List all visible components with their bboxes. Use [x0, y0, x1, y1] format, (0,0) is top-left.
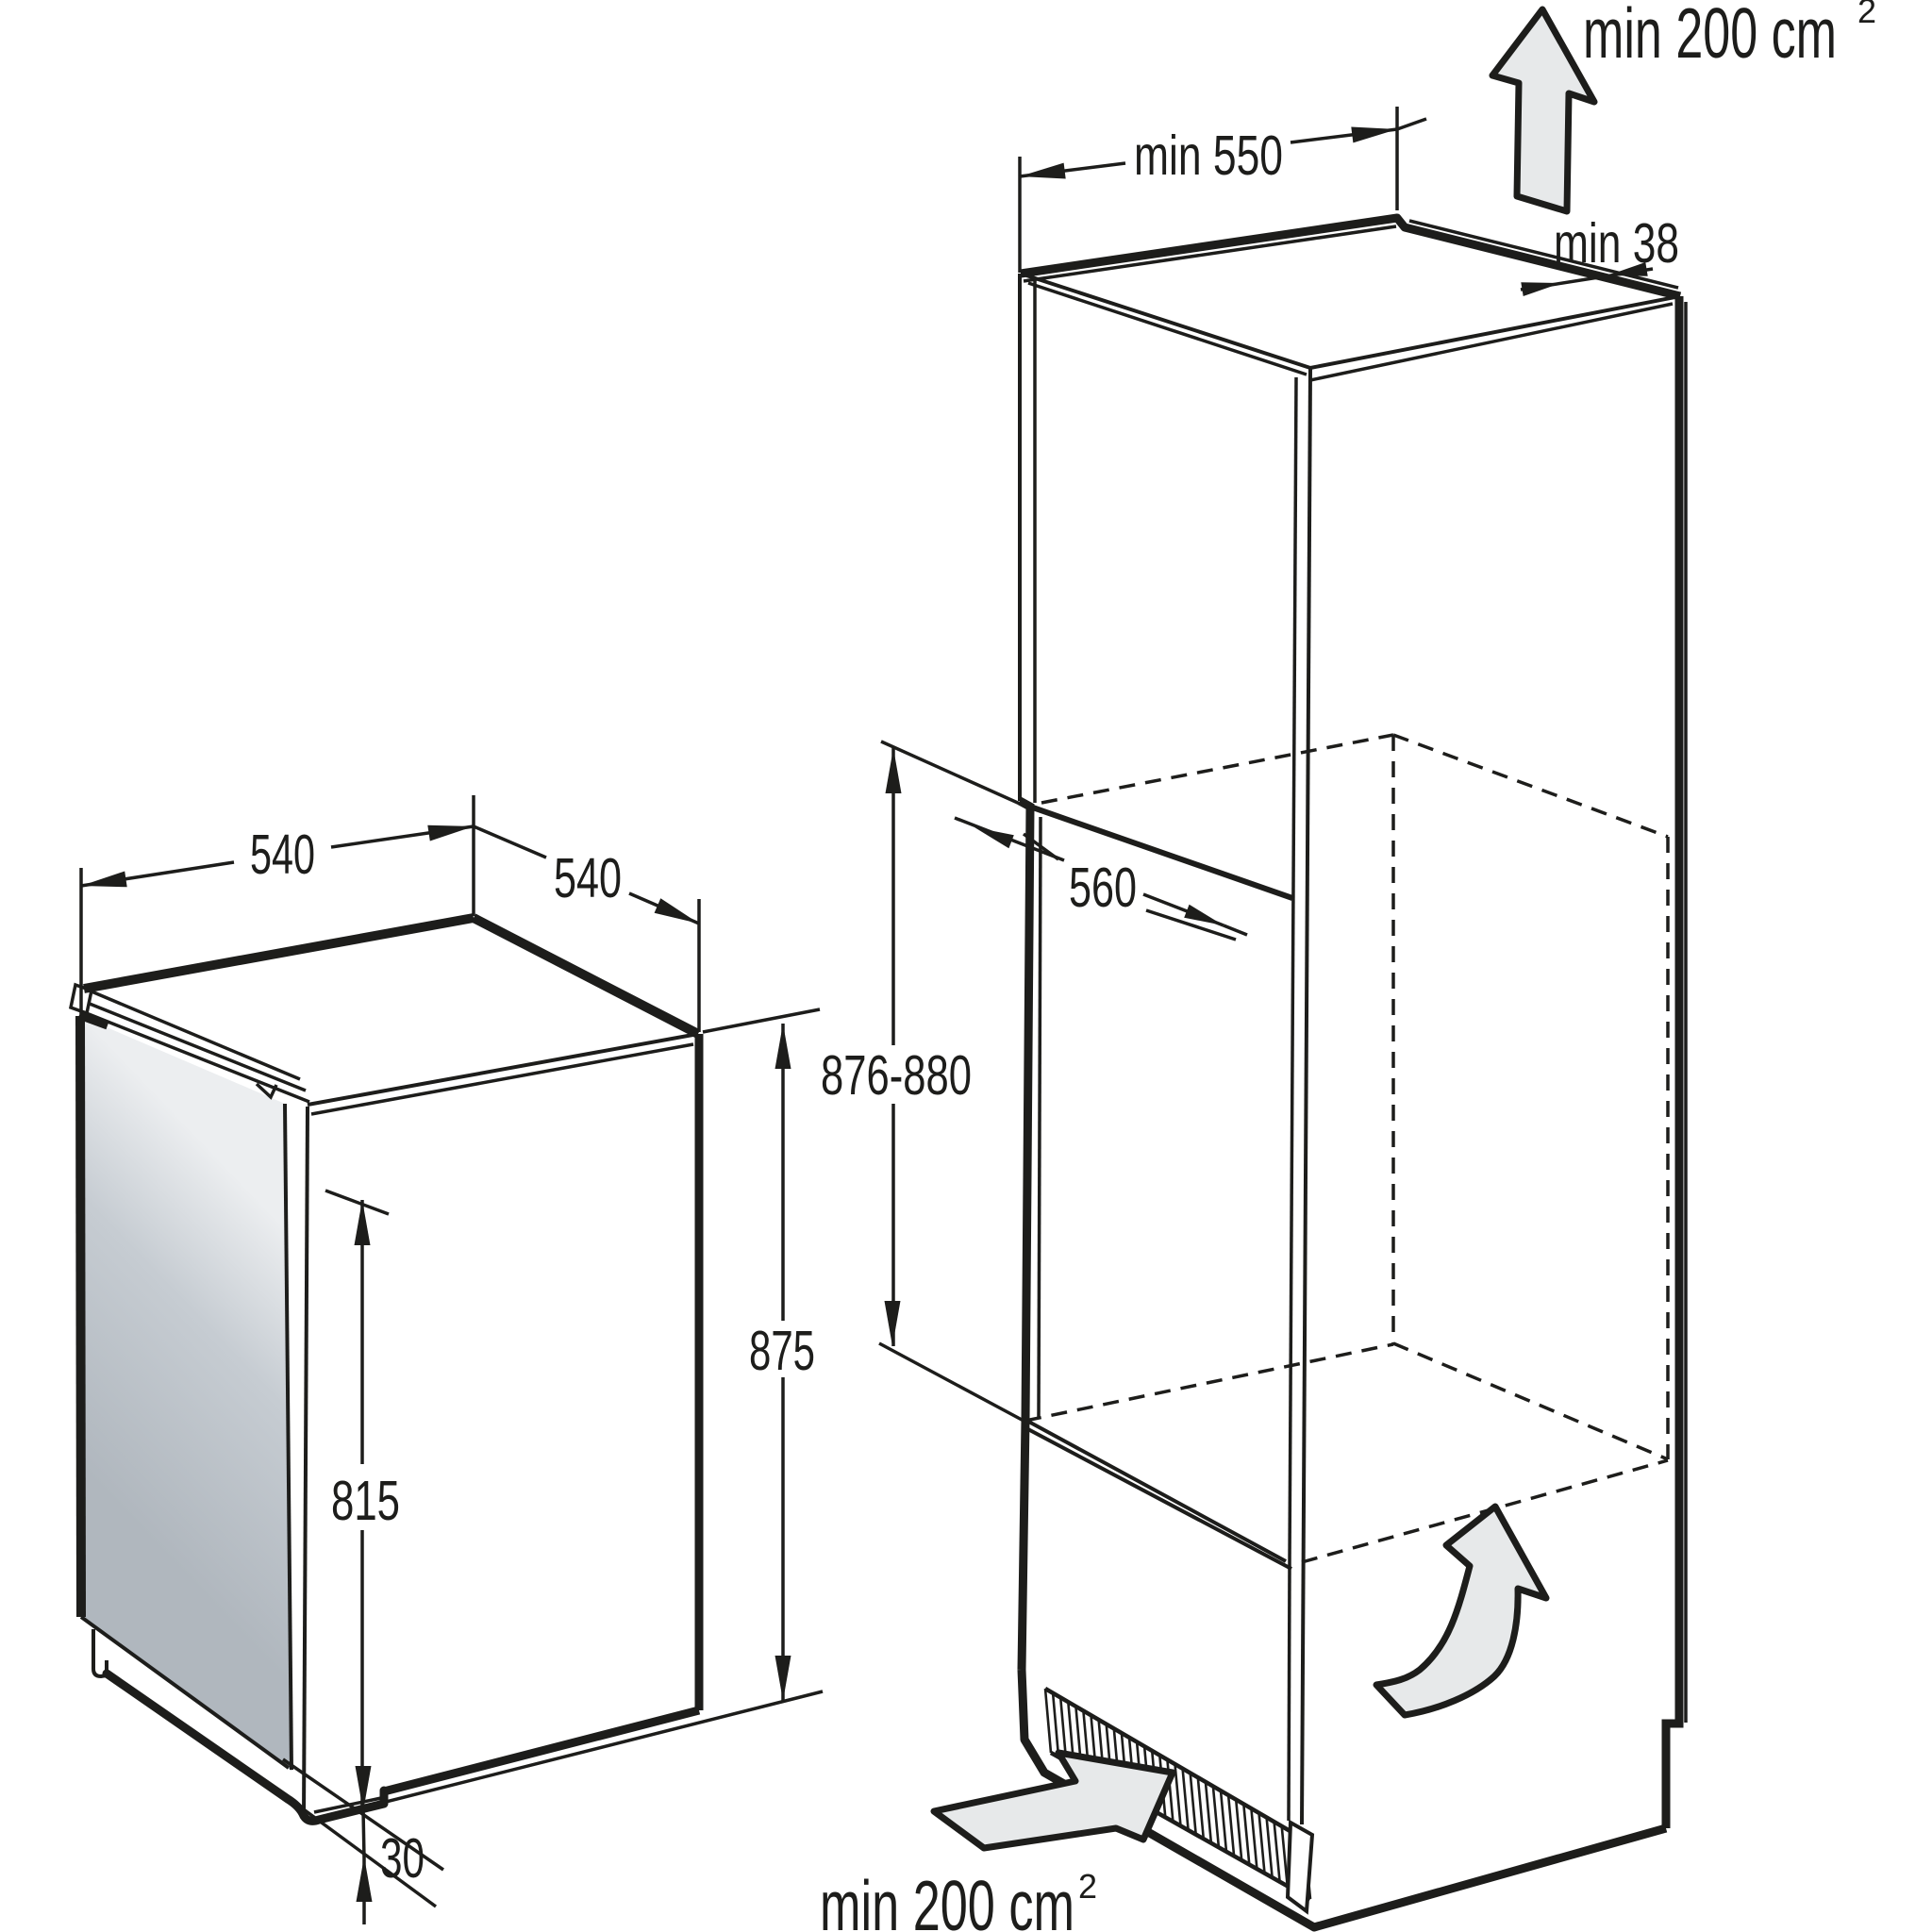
svg-text:875: 875: [749, 1320, 815, 1382]
svg-text:876-880: 876-880: [821, 1044, 972, 1107]
svg-text:min 38: min 38: [1554, 212, 1679, 275]
svg-text:2: 2: [1857, 0, 1876, 30]
svg-text:540: 540: [554, 847, 622, 909]
svg-text:2: 2: [1078, 1867, 1097, 1906]
svg-text:min 550: min 550: [1134, 125, 1283, 187]
svg-text:30: 30: [380, 1827, 425, 1890]
svg-text:min 200 cm: min 200 cm: [1583, 0, 1837, 73]
svg-text:min 200 cm: min 200 cm: [820, 1866, 1074, 1932]
svg-text:540: 540: [250, 824, 315, 886]
svg-text:815: 815: [331, 1470, 400, 1532]
svg-text:560: 560: [1069, 857, 1137, 919]
